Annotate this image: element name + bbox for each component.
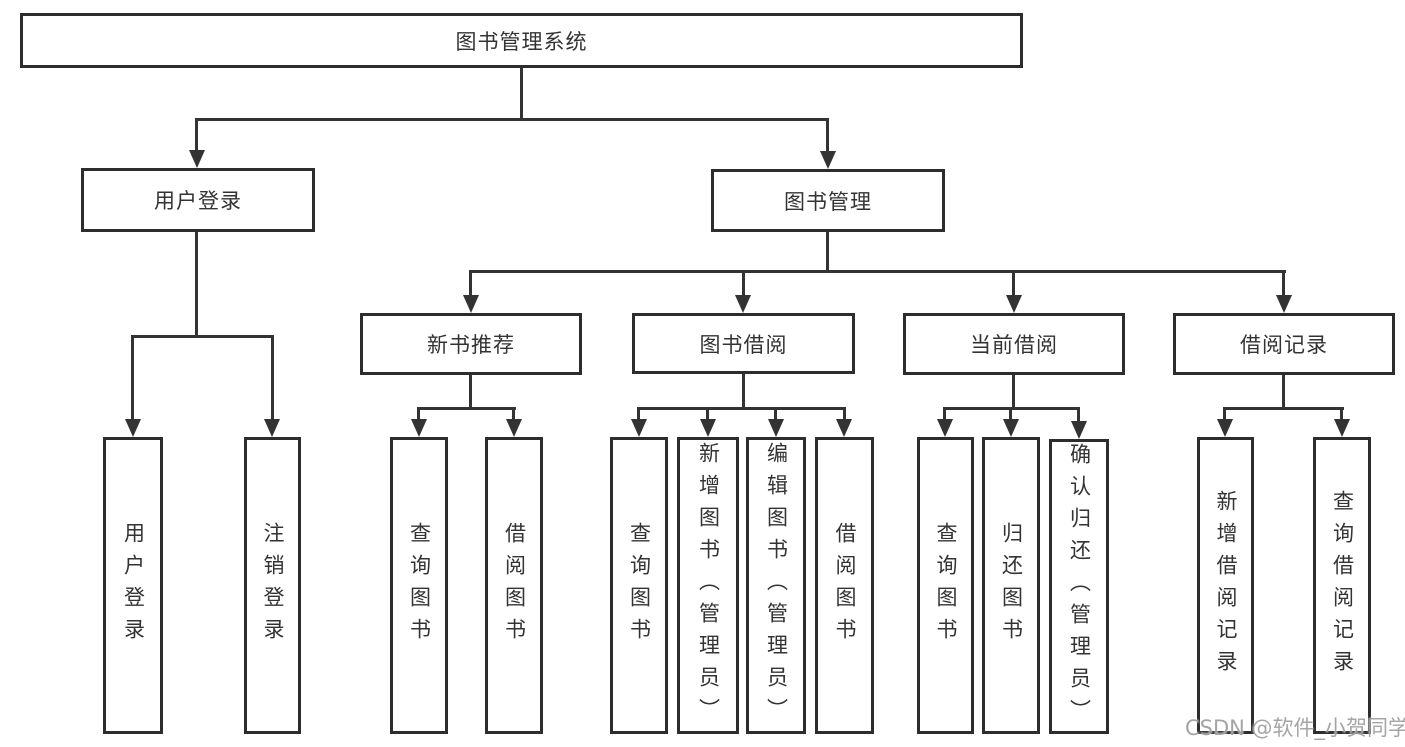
node-user-login-leaf-label: 用户登录 [121,521,146,650]
arrow-down-icon [189,150,205,168]
node-add-borrow-record: 新增借阅记录 [1197,437,1254,734]
node-query-books-3: 查询图书 [917,437,974,734]
connector-hline [131,335,274,338]
node-book-management-label: 图书管理 [784,189,872,214]
node-root-label: 图书管理系统 [455,29,588,54]
node-book-management: 图书管理 [711,169,945,232]
node-user-login-label: 用户登录 [154,189,242,213]
connector-vline [1009,407,1012,421]
arrow-down-icon [1217,419,1233,437]
node-logout-leaf-label: 注销登录 [261,521,285,650]
connector-hline [1224,407,1344,410]
connector-hline [638,407,846,410]
node-query-borrow-record: 查询借阅记录 [1313,437,1371,734]
connector-vline [417,407,420,421]
connector-vline [1282,270,1285,296]
node-add-books-admin-label: 新增图书（管理员） [696,441,721,730]
node-query-books-2: 查询图书 [610,437,668,734]
arrow-down-icon [264,419,280,437]
node-book-borrowing-label: 图书借阅 [699,332,788,357]
connector-vline [943,407,946,421]
connector-vline [826,118,829,152]
arrow-down-icon [820,151,836,169]
node-book-borrowing: 图书借阅 [632,313,855,374]
connector-vline [1340,407,1343,421]
node-query-books-2-label: 查询图书 [627,521,652,650]
connector-vline [826,232,829,272]
node-query-books-3-label: 查询图书 [934,521,958,650]
arrow-down-icon [836,419,852,437]
connector-vline [742,270,745,296]
connector-vline [271,335,274,421]
arrow-down-icon [735,295,751,313]
arrow-down-icon [1334,419,1350,437]
arrow-down-icon [1003,419,1019,437]
node-confirm-return-admin-label: 确认归还（管理员） [1067,442,1092,731]
node-borrowing-records-label: 借阅记录 [1240,333,1328,357]
node-user-login: 用户登录 [81,168,315,232]
node-borrow-books-2: 借阅图书 [815,437,874,734]
node-add-borrow-record-label: 新增借阅记录 [1214,489,1238,682]
node-edit-books-admin: 编辑图书（管理员） [746,437,806,734]
arrow-down-icon [768,419,784,437]
node-user-login-leaf: 用户登录 [103,437,163,734]
connector-vline [195,118,198,151]
connector-hline [196,118,829,121]
arrow-down-icon [506,419,522,437]
connector-hline [469,270,1286,273]
connector-vline [195,232,198,338]
node-logout-leaf: 注销登录 [244,437,301,734]
connector-vline [637,407,640,421]
arrow-down-icon [937,419,953,437]
connector-vline [469,270,472,296]
node-current-borrowing: 当前借阅 [903,313,1125,375]
node-return-books-label: 归还图书 [999,521,1024,650]
node-current-borrowing-label: 当前借阅 [970,333,1058,357]
arrow-down-icon [411,419,427,437]
node-query-books-1-label: 查询图书 [407,521,432,650]
connector-vline [742,374,745,409]
node-return-books: 归还图书 [982,437,1040,734]
connector-hline [418,407,516,410]
node-new-book-recommendation: 新书推荐 [360,313,582,375]
node-borrow-books-2-label: 借阅图书 [833,521,857,650]
connector-vline [1012,375,1015,409]
connector-vline [843,407,846,421]
connector-vline [1077,407,1080,423]
connector-vline [1012,270,1015,296]
arrow-down-icon [631,419,647,437]
arrow-down-icon [700,419,716,437]
node-new-book-recommendation-label: 新书推荐 [427,333,515,357]
connector-vline [1282,375,1285,409]
connector-vline [1223,407,1226,421]
node-borrowing-records: 借阅记录 [1173,313,1395,375]
node-borrow-books-1: 借阅图书 [485,437,543,734]
connector-vline [512,407,515,421]
connector-hline [944,407,1080,410]
node-borrow-books-1-label: 借阅图书 [502,521,527,650]
node-confirm-return-admin: 确认归还（管理员） [1049,439,1109,734]
connector-vline [706,407,709,421]
node-query-borrow-record-label: 查询借阅记录 [1330,489,1355,682]
connector-vline [469,375,472,409]
arrow-down-icon [1071,421,1087,439]
connector-vline [774,407,777,421]
node-query-books-1: 查询图书 [390,437,448,734]
arrow-down-icon [463,295,479,313]
connector-vline [131,335,134,421]
node-add-books-admin: 新增图书（管理员） [677,437,739,734]
arrow-down-icon [1276,295,1292,313]
connector-vline [520,68,523,120]
watermark: CSDN @软件_小贺同学 [1185,716,1405,740]
arrow-down-icon [1006,295,1022,313]
node-root: 图书管理系统 [20,13,1023,68]
node-edit-books-admin-label: 编辑图书（管理员） [764,441,789,730]
arrow-down-icon [125,419,141,437]
